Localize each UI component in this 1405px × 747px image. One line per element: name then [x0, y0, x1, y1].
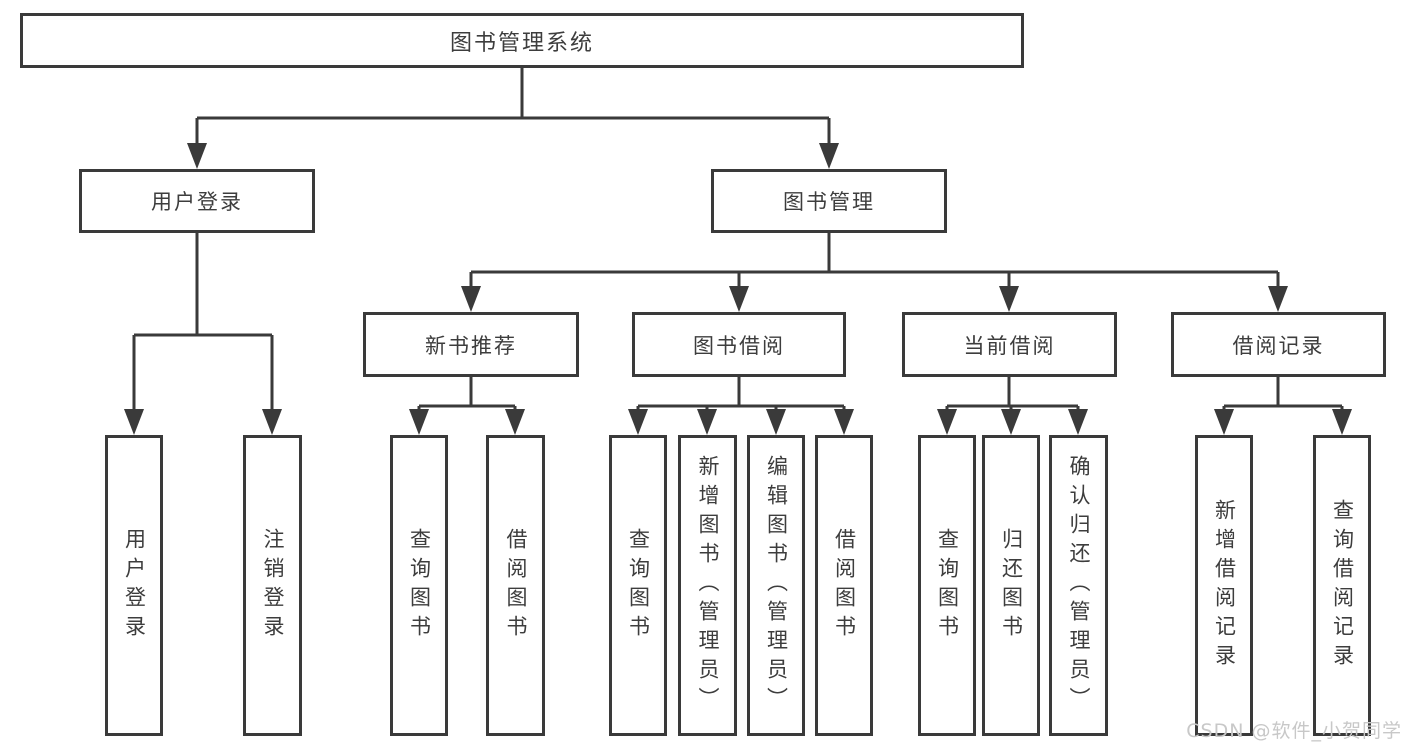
node-label: 借阅图书 — [504, 527, 528, 644]
node-label: 查询图书 — [935, 527, 960, 644]
node-label: 借阅图书 — [832, 527, 857, 644]
arrowheads — [124, 143, 1352, 435]
node-new-book-recommend: 新书推荐 — [363, 312, 579, 377]
node-current-borrowing: 当前借阅 — [902, 312, 1117, 377]
node-label: 注销登录 — [261, 527, 285, 644]
node-label: 图书管理系统 — [449, 30, 594, 56]
leaf-records-add-record: 新增借阅记录 — [1195, 435, 1253, 736]
node-label: 查询借阅记录 — [1330, 498, 1355, 673]
node-label: 查询图书 — [407, 527, 432, 644]
node-label: 查询图书 — [626, 527, 651, 644]
leaf-borrowing-query-books: 查询图书 — [609, 435, 667, 736]
node-label: 确认归还（管理员） — [1067, 455, 1091, 716]
leaf-user-login: 用户登录 — [105, 435, 163, 736]
node-label: 新书推荐 — [425, 333, 517, 358]
node-label: 借阅记录 — [1232, 333, 1325, 358]
leaf-logout: 注销登录 — [243, 435, 302, 736]
node-label: 归还图书 — [999, 527, 1024, 644]
node-label: 新增图书（管理员） — [696, 455, 720, 716]
node-book-borrowing: 图书借阅 — [632, 312, 846, 377]
node-label: 当前借阅 — [963, 333, 1056, 358]
node-label: 新增借阅记录 — [1212, 498, 1237, 673]
leaf-recommend-borrow-books: 借阅图书 — [486, 435, 545, 736]
leaf-borrowing-borrow-books: 借阅图书 — [815, 435, 873, 736]
leaf-recommend-query-books: 查询图书 — [390, 435, 448, 736]
node-label: 用户登录 — [151, 190, 243, 214]
node-root-library-system: 图书管理系统 — [20, 13, 1024, 68]
node-label: 图书管理 — [783, 190, 875, 214]
node-user-login-branch: 用户登录 — [79, 169, 315, 233]
node-label: 编辑图书（管理员） — [764, 455, 789, 716]
leaf-borrowing-edit-books-admin: 编辑图书（管理员） — [747, 435, 805, 736]
leaf-current-confirm-return-admin: 确认归还（管理员） — [1049, 435, 1108, 736]
node-label: 图书借阅 — [693, 333, 785, 358]
node-label: 用户登录 — [122, 527, 147, 644]
leaf-current-return-books: 归还图书 — [982, 435, 1040, 736]
node-book-management-branch: 图书管理 — [711, 169, 947, 233]
leaf-current-query-books: 查询图书 — [918, 435, 976, 736]
leaf-records-query-record: 查询借阅记录 — [1313, 435, 1371, 736]
node-borrowing-records: 借阅记录 — [1171, 312, 1386, 377]
leaf-borrowing-add-books-admin: 新增图书（管理员） — [678, 435, 737, 736]
